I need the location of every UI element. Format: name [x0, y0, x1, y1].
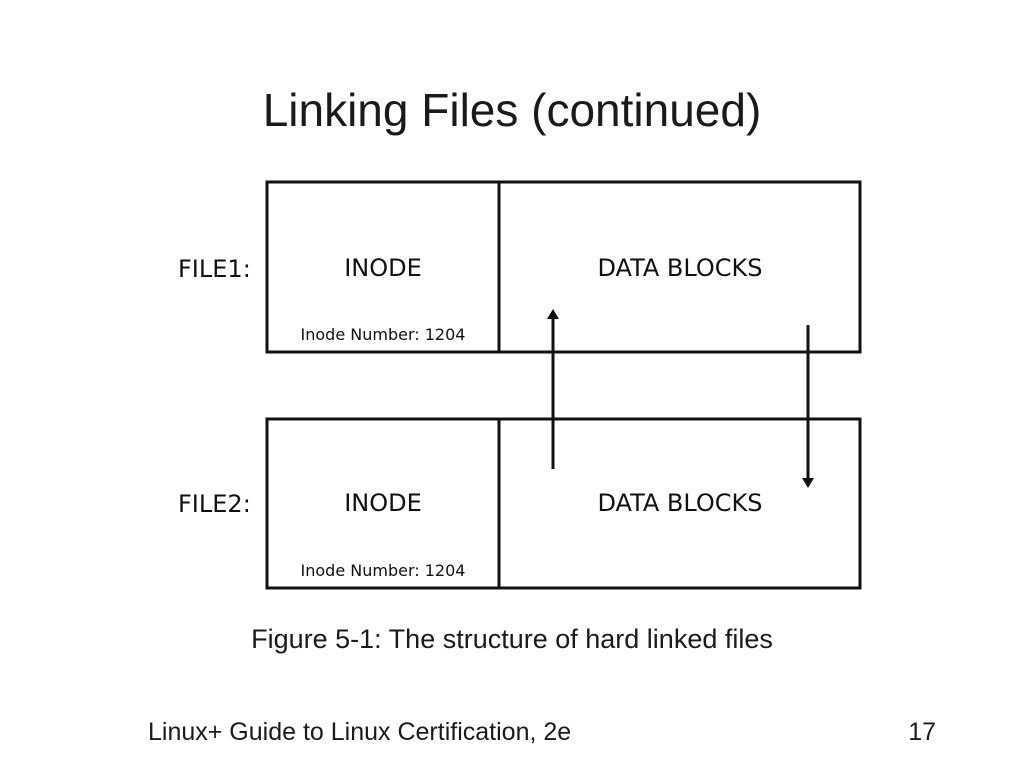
figure-caption: Figure 5-1: The structure of hard linked… — [251, 624, 773, 654]
file1-data-blocks-box — [497, 180, 862, 354]
file1-data-blocks-label: DATA BLOCKS — [597, 254, 762, 282]
file1-inode-label: INODE — [344, 254, 422, 282]
file2-inode-number: Inode Number: 1204 — [301, 561, 466, 580]
file2-data-blocks-label: DATA BLOCKS — [597, 489, 762, 517]
file2-row: FILE2: INODE Inode Number: 1204 DATA BLO… — [178, 417, 862, 590]
file2-label: FILE2: — [178, 490, 251, 518]
slide-title: Linking Files (continued) — [262, 84, 762, 136]
file2-inode-label: INODE — [344, 489, 422, 517]
file1-label: FILE1: — [178, 255, 251, 283]
file2-data-blocks-box — [497, 417, 862, 590]
footer-text: Linux+ Guide to Linux Certification, 2e — [148, 718, 572, 746]
page-number: 17 — [908, 718, 936, 746]
file1-inode-number: Inode Number: 1204 — [301, 325, 466, 344]
file1-row: FILE1: INODE Inode Number: 1204 DATA BLO… — [178, 180, 862, 354]
